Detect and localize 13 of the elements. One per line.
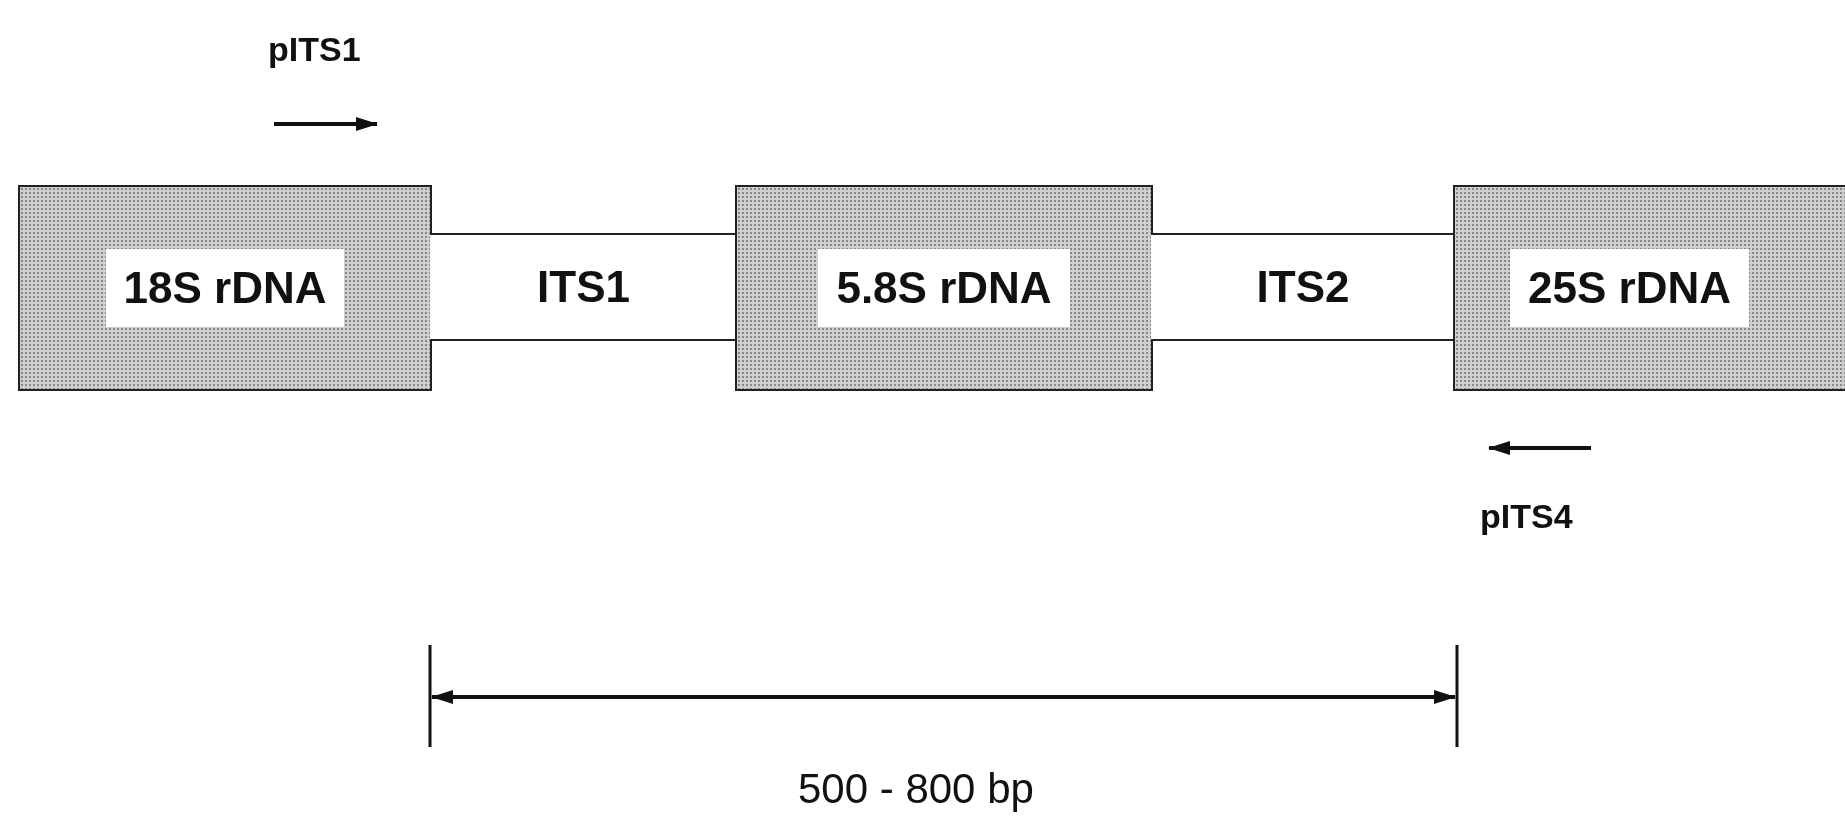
region-label: ITS2 — [1256, 262, 1350, 312]
gene-box — [735, 185, 1153, 391]
primer-label: pITS1 — [268, 30, 361, 69]
spacer-band — [430, 233, 737, 341]
gene-box — [18, 185, 432, 391]
region-label: 5.8S rDNA — [818, 249, 1070, 327]
dimension-label: 500 - 800 bp — [798, 765, 1034, 813]
region-label: 25S rDNA — [1510, 249, 1749, 327]
primer-label: pITS4 — [1480, 497, 1573, 536]
region-label: 18S rDNA — [105, 249, 345, 327]
spacer-band — [1151, 233, 1455, 341]
region-label: ITS1 — [537, 262, 630, 312]
gene-box — [1453, 185, 1845, 391]
